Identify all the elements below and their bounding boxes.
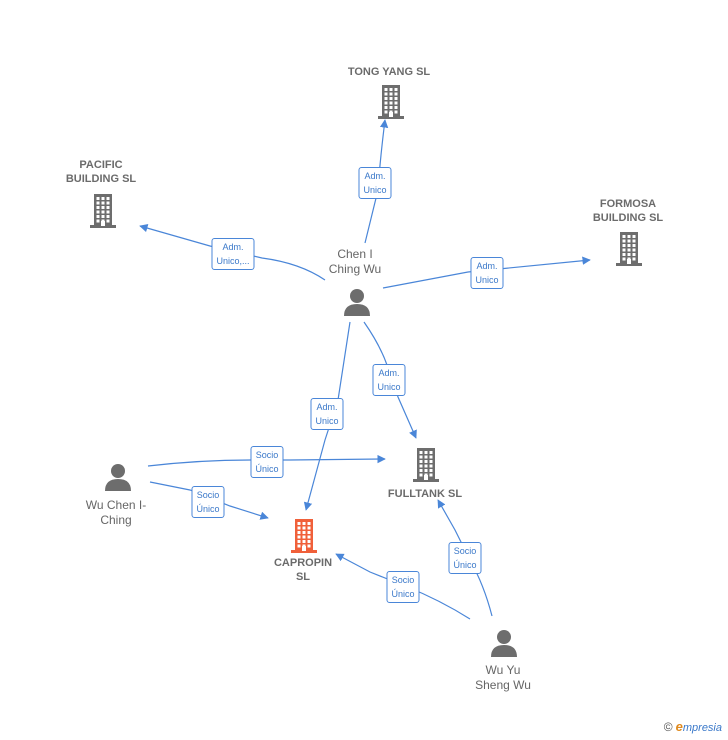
building-icon[interactable] <box>409 446 443 487</box>
edge-label-wuchen-to-fulltank[interactable]: Socio Único <box>250 446 284 478</box>
node-label-formosa[interactable]: FORMOSA BUILDING SL <box>592 198 664 224</box>
copyright-mark: © <box>663 720 673 734</box>
edge-wuchen-to-fulltank <box>147 454 386 467</box>
building-icon[interactable] <box>287 517 321 558</box>
edge-label-chen-to-pacific[interactable]: Adm. Unico,... <box>211 238 255 270</box>
building-icon[interactable] <box>612 230 646 271</box>
edge-chen-to-pacific <box>139 224 326 281</box>
brand-rest: mpresia <box>682 722 722 734</box>
building-icon[interactable] <box>374 83 408 124</box>
node-label-capropin[interactable]: CAPROPIN SL <box>273 557 333 583</box>
edge-label-wuyu-to-fulltank[interactable]: Socio Único <box>448 542 482 574</box>
node-label-pacific[interactable]: PACIFIC BUILDING SL <box>65 159 137 185</box>
edge-label-chen-to-capropin[interactable]: Adm. Unico <box>310 398 344 430</box>
person-icon[interactable] <box>342 287 372 322</box>
building-icon[interactable] <box>86 192 120 233</box>
edge-label-chen-to-fulltank[interactable]: Adm. Unico <box>372 364 406 396</box>
person-icon[interactable] <box>489 628 519 663</box>
edge-label-chen-to-tongyang[interactable]: Adm. Unico <box>358 167 392 199</box>
node-label-wuchen[interactable]: Wu Chen I- Ching <box>85 498 147 527</box>
edge-label-wuchen-to-capropin[interactable]: Socio Único <box>191 486 225 518</box>
edge-label-chen-to-formosa[interactable]: Adm. Unico <box>470 257 504 289</box>
node-label-tongyang[interactable]: TONG YANG SL <box>347 66 431 78</box>
brand-first-letter: e <box>675 719 683 734</box>
node-label-chen[interactable]: Chen I Ching Wu <box>328 247 382 276</box>
person-icon[interactable] <box>103 462 133 497</box>
node-label-wuyu[interactable]: Wu Yu Sheng Wu <box>475 663 531 692</box>
edge-chen-to-formosa <box>382 256 591 289</box>
brand-logo: ©empresia <box>664 719 722 734</box>
edge-label-wuyu-to-capropin[interactable]: Socio Único <box>386 571 420 603</box>
node-label-fulltank[interactable]: FULLTANK SL <box>387 488 463 500</box>
